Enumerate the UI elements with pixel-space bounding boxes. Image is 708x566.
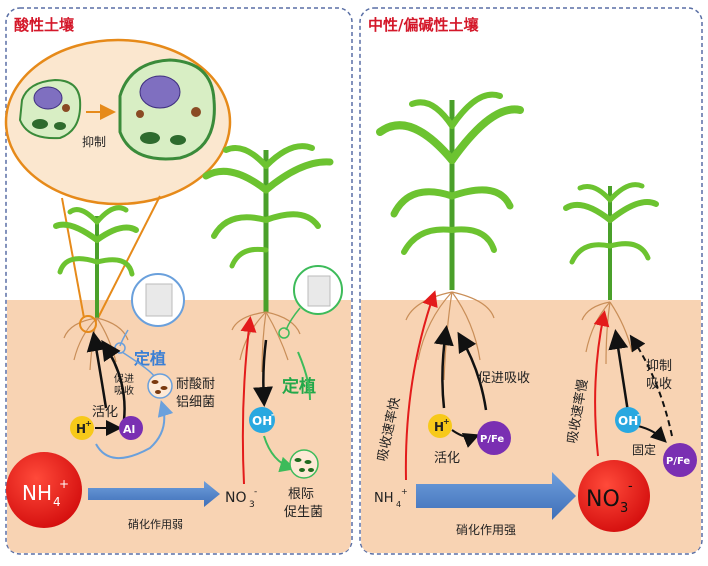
- svg-text:P/Fe: P/Fe: [480, 434, 504, 445]
- arrow-pfe-to-root-right: [457, 331, 488, 411]
- microbe-bubble-blue: [114, 273, 185, 354]
- svg-text:-: -: [271, 410, 274, 419]
- ion-oh-left: OH -: [249, 407, 275, 433]
- label-rhizo-1: 根际: [288, 487, 314, 502]
- arrow-oh-to-pfe: [637, 425, 667, 443]
- plant-left-large: [202, 143, 334, 373]
- ion-al-left: Al: [119, 416, 143, 440]
- cell-inset: 抑制: [4, 38, 232, 319]
- plant-right-large: [376, 91, 524, 381]
- left-title: 酸性土壤: [14, 16, 75, 34]
- green-line: [297, 351, 311, 401]
- bacteria-line: [121, 351, 155, 377]
- label-promote-absorb-right: 促进吸收: [478, 371, 530, 386]
- svg-text:4: 4: [396, 500, 401, 509]
- right-panel: 中性/偏碱性土壤: [359, 7, 703, 555]
- tolerant-bacteria: [147, 373, 173, 399]
- arrow-to-bacteria: [95, 400, 174, 460]
- svg-text:4: 4: [53, 495, 61, 509]
- no3-left: NO 3 -: [225, 487, 257, 510]
- ion-oh-right: OH -: [615, 407, 641, 433]
- ion-pfe-right-1: P/Fe: [477, 421, 511, 455]
- arrow-root-to-oh: [253, 339, 273, 407]
- ion-h-right: H +: [428, 414, 452, 438]
- nitrification-left-label: 硝化作用弱: [128, 517, 183, 531]
- svg-text:NO: NO: [225, 490, 247, 506]
- svg-text:+: +: [443, 417, 450, 426]
- nitrification-arrow-left: [88, 481, 220, 507]
- svg-text:NO: NO: [586, 487, 620, 512]
- svg-text:NH: NH: [22, 481, 52, 505]
- inset-connector-right: [97, 195, 161, 319]
- inset-label: 抑制: [82, 134, 106, 149]
- arrow-al-to-root: [101, 339, 126, 421]
- ion-pfe-right-2: P/Fe: [663, 443, 697, 477]
- svg-text:H: H: [434, 420, 444, 434]
- svg-text:-: -: [254, 487, 257, 497]
- svg-text:3: 3: [249, 500, 255, 510]
- label-promote: 促进: [114, 372, 134, 385]
- label-inhibit-2: 吸收: [646, 377, 672, 392]
- svg-text:-: -: [628, 479, 633, 494]
- nitrification-right-label: 硝化作用强: [456, 523, 516, 537]
- plant-right-small: [563, 182, 659, 365]
- svg-text:NH: NH: [374, 491, 394, 506]
- ion-h-left: H +: [70, 416, 94, 440]
- right-soil: [361, 300, 701, 553]
- nh4-circle-left: NH 4 +: [6, 452, 82, 528]
- svg-text:+: +: [59, 477, 69, 491]
- nitrification-arrow-right: [416, 472, 576, 520]
- label-activate-left: 活化: [92, 405, 118, 420]
- svg-text:+: +: [85, 419, 92, 428]
- svg-text:H: H: [76, 422, 86, 436]
- svg-text:P/Fe: P/Fe: [666, 456, 690, 467]
- red-uptake-arrow-right-fast: [404, 290, 438, 481]
- svg-text:+: +: [401, 487, 408, 496]
- small-cell: [18, 78, 82, 140]
- svg-text:OH: OH: [618, 414, 638, 428]
- label-colonize-green: 定植: [282, 376, 316, 397]
- plant-left-small: [53, 205, 139, 371]
- left-panel: 酸性土壤 抑制: [4, 7, 353, 555]
- svg-text:-: -: [637, 410, 640, 419]
- red-uptake-arrow-left: [240, 316, 257, 485]
- label-fix: 固定: [632, 442, 656, 457]
- nh4-right: NH 4 +: [374, 487, 408, 509]
- svg-text:OH: OH: [252, 414, 272, 428]
- no3-circle-right: NO 3 -: [578, 460, 650, 532]
- label-tolerant-1: 耐酸耐: [176, 377, 215, 392]
- arrow-h-to-pfe-right: [451, 429, 480, 448]
- arrow-oh-to-rhizo: [263, 435, 296, 473]
- arrow-inhibit-dashed: [629, 334, 673, 437]
- label-inhibit-1: 抑制: [646, 359, 672, 374]
- label-activate-right: 活化: [434, 451, 460, 466]
- svg-text:3: 3: [620, 501, 628, 516]
- rhizo-bacteria: [289, 449, 319, 479]
- arrow-h-to-root: [86, 331, 108, 409]
- label-tolerant-2: 铝细菌: [176, 395, 215, 410]
- label-colonize-blue: 定植: [133, 349, 166, 368]
- right-title: 中性/偏碱性土壤: [368, 16, 479, 34]
- red-uptake-arrow-right-slow: [593, 310, 610, 457]
- label-rhizo-2: 促生菌: [284, 505, 323, 520]
- large-cell: [118, 58, 216, 161]
- microbe-bubble-green: [278, 265, 343, 339]
- svg-text:Al: Al: [123, 423, 135, 436]
- arrow-root-to-oh-right: [608, 329, 630, 413]
- arrow-h-to-root-right: [433, 325, 454, 409]
